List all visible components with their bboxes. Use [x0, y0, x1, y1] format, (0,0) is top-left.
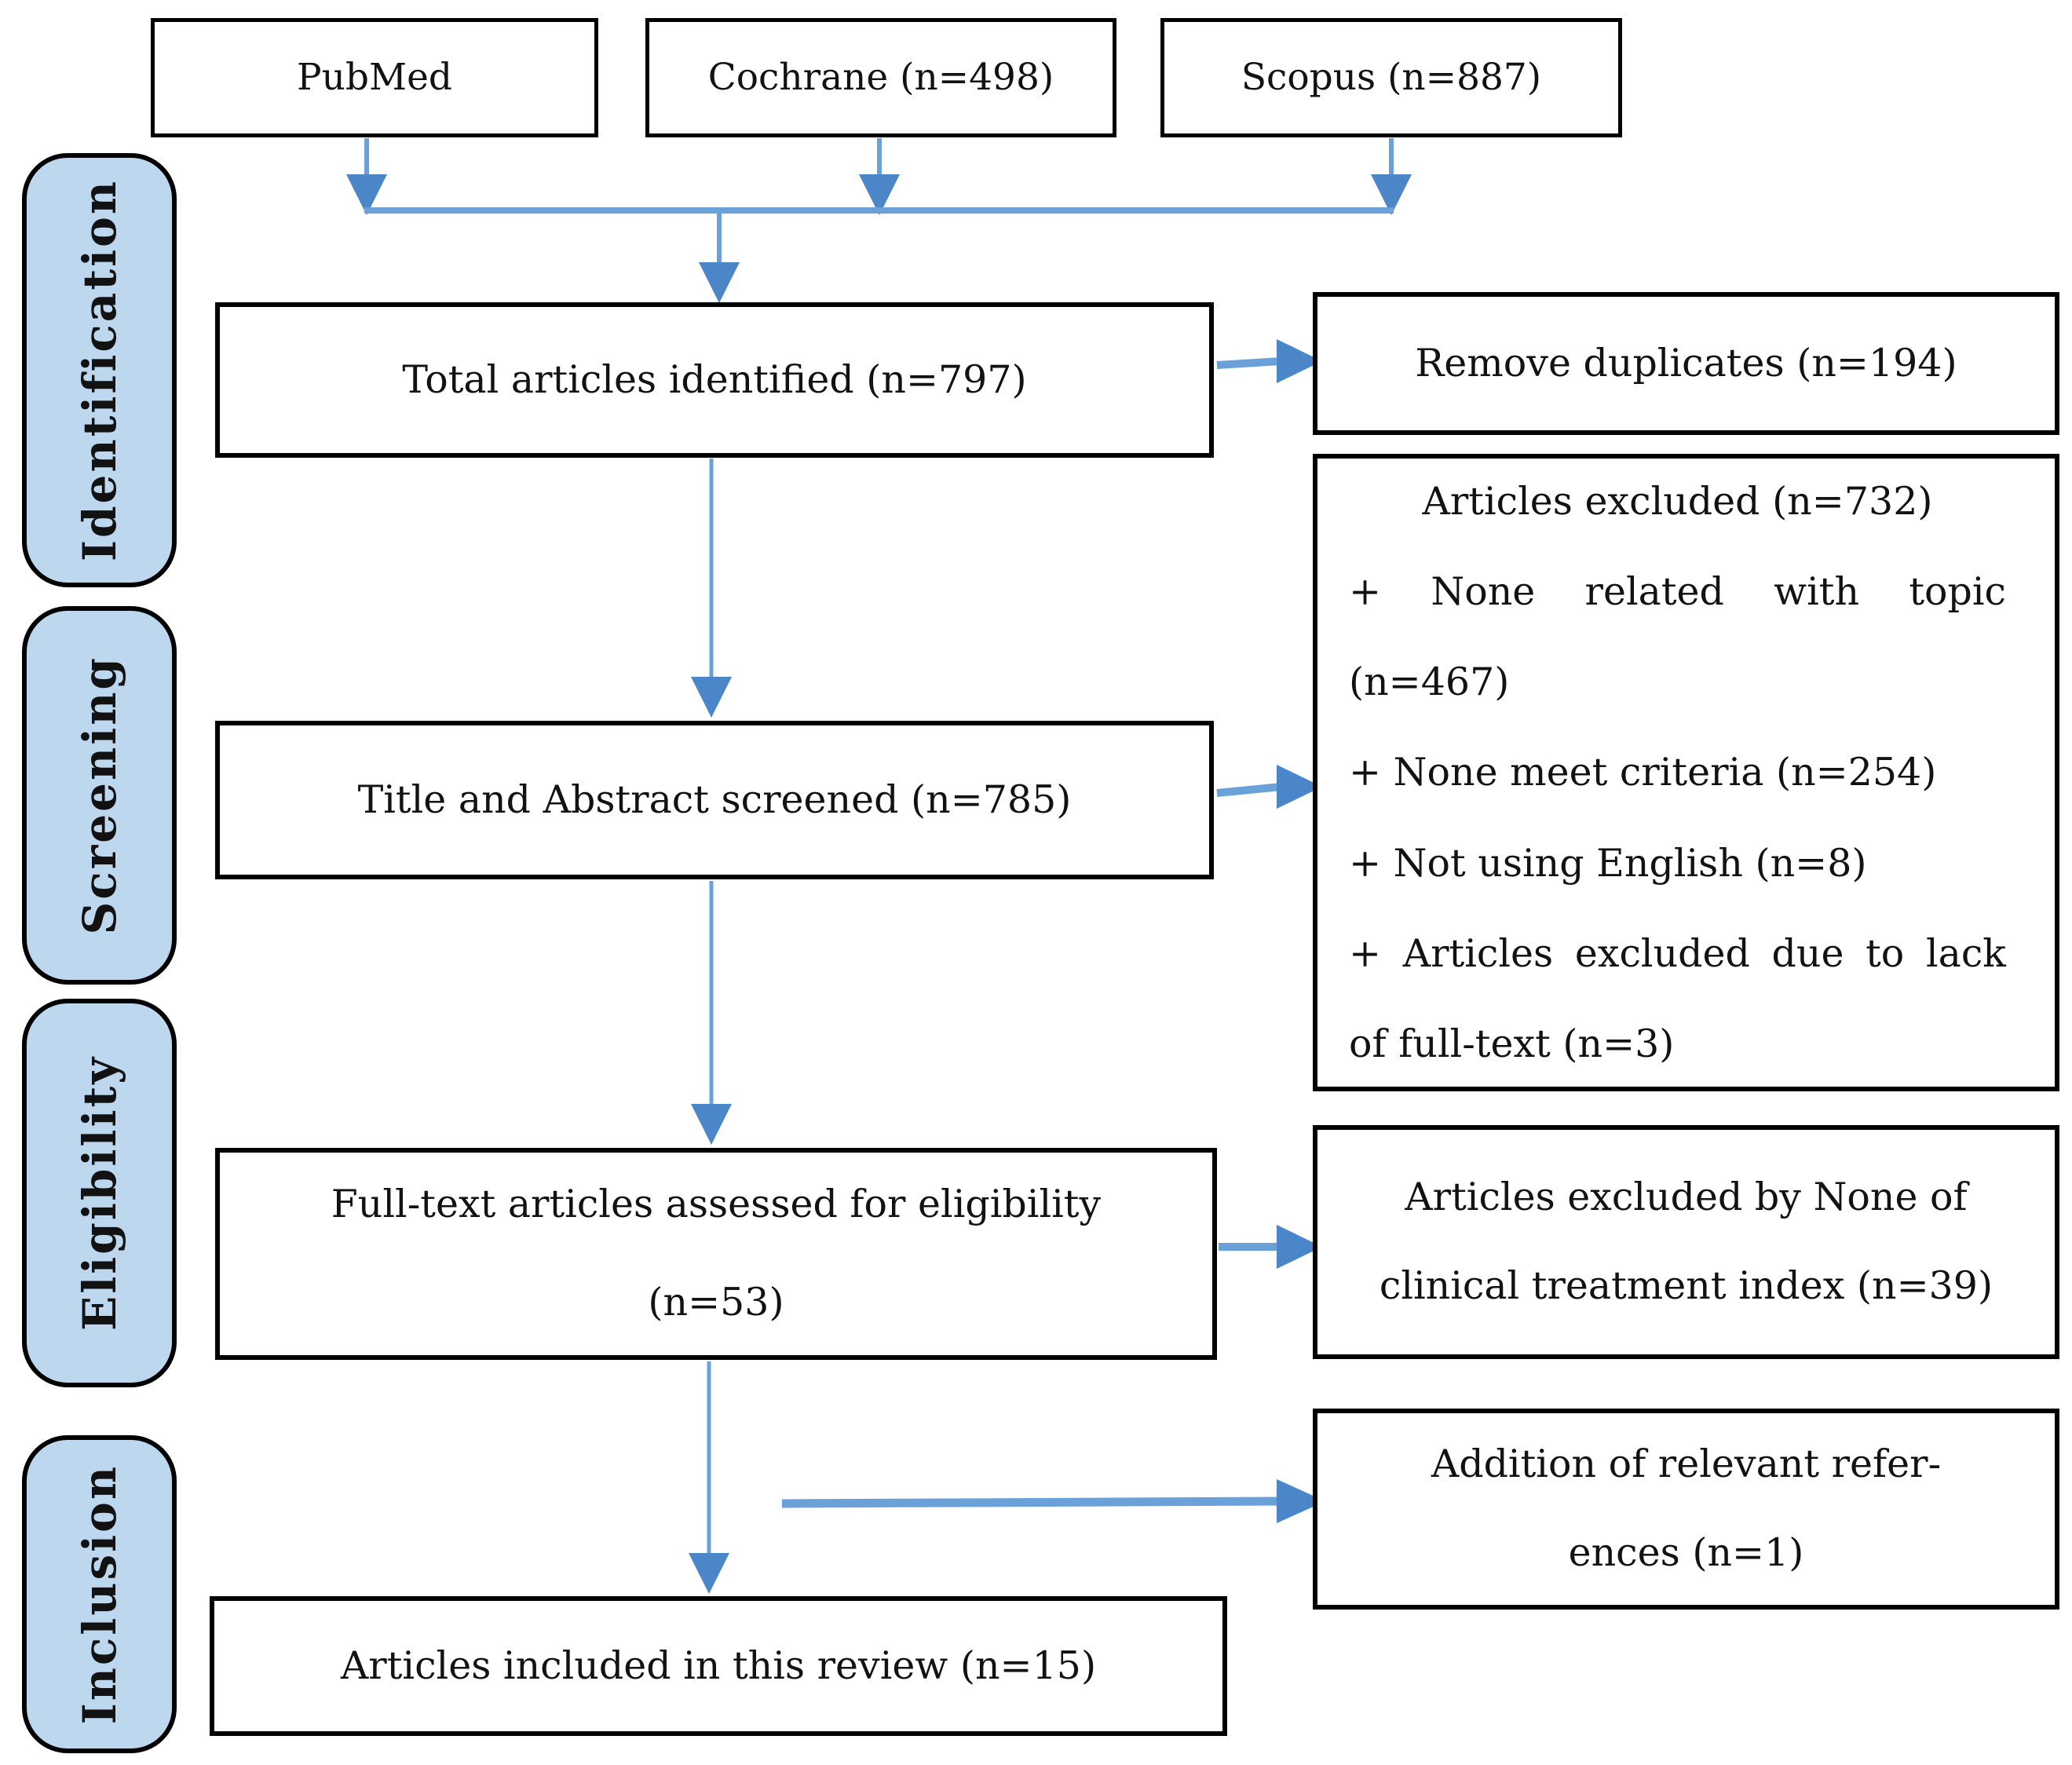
stage-screening-label: Screening [72, 656, 126, 935]
remove-duplicates-label: Remove duplicates (n=194) [1415, 341, 1957, 386]
stage-screening: Screening [22, 606, 177, 985]
stage-inclusion: Inclusion [22, 1435, 177, 1753]
source-pubmed-label: PubMed [296, 56, 452, 100]
stage-identification-label: Identification [72, 178, 126, 562]
excluded-reason-english: + Not using English (n=8) [1349, 840, 1867, 886]
excluded-reason-fulltext: + Articles excluded due to lack of full-… [1349, 930, 2006, 1066]
arrow-total-to-screened [691, 459, 732, 718]
arrow-scopus-down [1371, 138, 1412, 215]
excluded-treatment-index-label: Articles excluded by None of clinical tr… [1379, 1175, 1993, 1308]
source-scopus-label: Scopus (n=887) [1241, 56, 1542, 100]
source-box-scopus: Scopus (n=887) [1160, 18, 1622, 137]
stage-identification: Identification [22, 153, 177, 587]
fulltext-assessed-line1: Full-text articles assessed for eligibil… [331, 1182, 1102, 1227]
side-box-remove-duplicates: Remove duplicates (n=194) [1313, 292, 2059, 435]
total-identified-label: Total articles identified (n=797) [402, 357, 1027, 403]
stage-eligibility-label: Eligibility [72, 1054, 126, 1331]
stage-eligibility: Eligibility [22, 999, 177, 1387]
title-abstract-screened-label: Title and Abstract screened (n=785) [357, 777, 1072, 823]
excluded-reason-topic: + None related with topic (n=467) [1349, 569, 2006, 705]
side-box-excluded-treatment-index: Articles excluded by None of clinical tr… [1313, 1125, 2059, 1359]
source-box-cochrane: Cochrane (n=498) [645, 18, 1116, 137]
arrow-total-to-duplicates [1216, 339, 1322, 383]
arrow-fulltext-to-included [689, 1361, 729, 1594]
excluded-reason-criteria: + None meet criteria (n=254) [1349, 750, 1937, 795]
flow-box-total-identified: Total articles identified (n=797) [215, 302, 1214, 458]
fulltext-assessed-line2: (n=53) [648, 1280, 784, 1325]
arrow-collector-to-total [699, 210, 740, 303]
stage-inclusion-label: Inclusion [72, 1464, 126, 1725]
flow-box-articles-included: Articles included in this review (n=15) [210, 1596, 1227, 1736]
arrow-to-addition [781, 1479, 1325, 1523]
source-cochrane-label: Cochrane (n=498) [707, 56, 1054, 100]
arrow-screened-to-excluded [1216, 765, 1322, 809]
side-box-articles-excluded: Articles excluded (n=732) + None related… [1313, 454, 2059, 1091]
arrow-screened-to-fulltext [691, 881, 732, 1145]
flow-box-fulltext-assessed: Full-text articles assessed for eligibil… [215, 1148, 1217, 1360]
addition-references-line1: Addition of relevant refer- [1431, 1442, 1942, 1487]
flow-box-title-abstract-screened: Title and Abstract screened (n=785) [215, 721, 1214, 879]
arrow-fulltext-to-treatment [1219, 1225, 1322, 1269]
source-box-pubmed: PubMed [151, 18, 598, 137]
articles-excluded-title: Articles excluded (n=732) [1422, 479, 1933, 524]
addition-references-line2: ences (n=1) [1568, 1530, 1804, 1575]
articles-included-label: Articles included in this review (n=15) [340, 1643, 1097, 1689]
side-box-addition-references: Addition of relevant refer- ences (n=1) [1313, 1409, 2059, 1610]
arrow-cochrane-down [859, 138, 900, 215]
arrow-pubmed-down [346, 138, 387, 215]
